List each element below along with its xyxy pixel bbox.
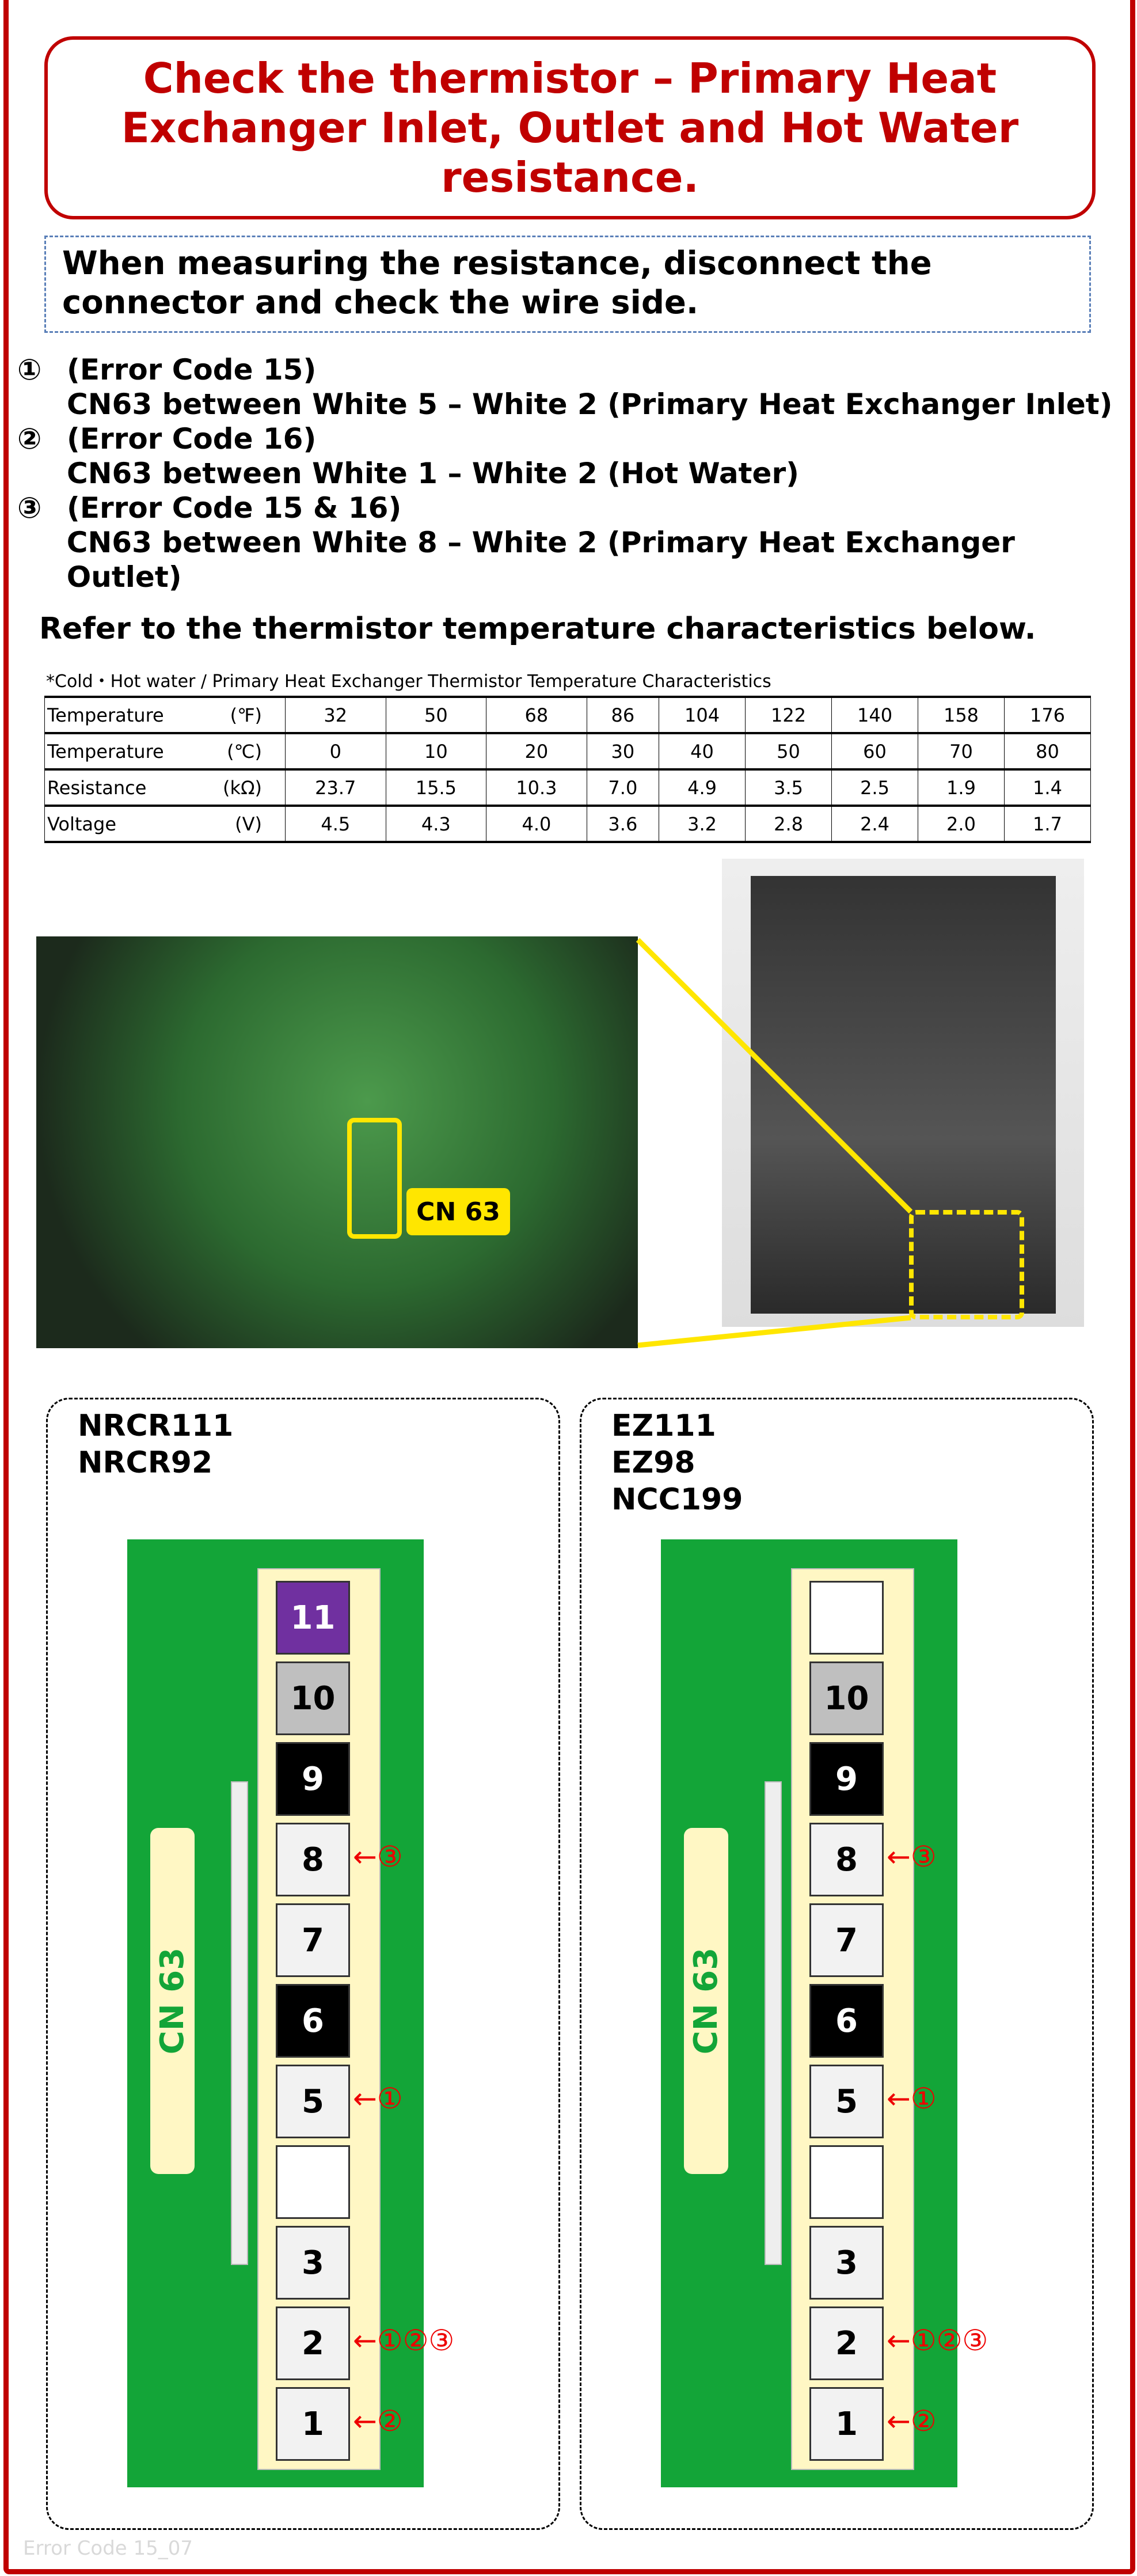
pcb-photo xyxy=(36,936,638,1348)
connector-pin: 3 xyxy=(809,2226,884,2300)
table-cell: 2.8 xyxy=(745,805,832,843)
connector-pin xyxy=(276,2145,350,2219)
connector-pin: 6 xyxy=(276,1984,350,2058)
table-cell: 3.2 xyxy=(659,805,746,843)
table-cell: 4.9 xyxy=(659,769,746,806)
refer-text: Refer to the thermistor temperature char… xyxy=(39,612,1036,646)
connector-pin: 2 xyxy=(809,2306,884,2380)
table-cell: 10 xyxy=(385,733,487,770)
table-cell: 32 xyxy=(285,696,386,734)
table-cell: 30 xyxy=(586,733,660,770)
connector-pin: 1 xyxy=(276,2387,350,2461)
footer-code: Error Code 15_07 xyxy=(23,2537,193,2560)
connector-pin: 5 xyxy=(276,2065,350,2138)
table-cell: 158 xyxy=(918,696,1005,734)
table-cell: 80 xyxy=(1003,733,1092,770)
table-cell: 1.9 xyxy=(918,769,1005,806)
table-cell: 23.7 xyxy=(285,769,386,806)
table-cell: 7.0 xyxy=(586,769,660,806)
cn63-highlight xyxy=(347,1118,402,1239)
pin-annotation: ←①②③ xyxy=(887,2324,988,2357)
connector-pin: 5 xyxy=(809,2065,884,2138)
list-item-desc: CN63 between White 8 – White 2 (Primary … xyxy=(66,526,1015,594)
table-caption: *Cold・Hot water / Primary Heat Exchanger… xyxy=(46,671,771,692)
table-cell: 4.5 xyxy=(285,805,386,843)
connector-pin: 10 xyxy=(276,1661,350,1735)
connector-pin xyxy=(809,2145,884,2219)
page-frame xyxy=(3,0,1135,2574)
instruction-note: When measuring the resistance, disconnec… xyxy=(44,236,1091,333)
pin-annotation: ←① xyxy=(353,2082,403,2115)
pin-annotation: ←② xyxy=(887,2404,937,2438)
connector-pin: 1 xyxy=(809,2387,884,2461)
table-cell: 3.6 xyxy=(586,805,660,843)
table-cell: 50 xyxy=(385,696,487,734)
connector-pin: 10 xyxy=(809,1661,884,1735)
connector-pin: 9 xyxy=(809,1742,884,1816)
connector-pin: 6 xyxy=(809,1984,884,2058)
table-cell: 86 xyxy=(586,696,660,734)
table-cell: 104 xyxy=(659,696,746,734)
table-cell: 20 xyxy=(486,733,587,770)
connector-lines xyxy=(636,938,913,1348)
table-cell: 50 xyxy=(745,733,832,770)
cn-label: CN 63 xyxy=(154,1947,192,2055)
table-cell: 4.3 xyxy=(385,805,487,843)
pin-annotation: ←① xyxy=(887,2082,937,2115)
pin-annotation: ←①②③ xyxy=(353,2324,455,2357)
page-title: Check the thermistor – Primary Heat Exch… xyxy=(44,36,1096,219)
pin-annotation: ←② xyxy=(353,2404,403,2438)
connector-pin xyxy=(809,1581,884,1655)
table-cell: 40 xyxy=(659,733,746,770)
table-cell: 1.7 xyxy=(1003,805,1092,843)
cn-label: CN 63 xyxy=(687,1947,725,2055)
pin-annotation: ←③ xyxy=(353,1840,403,1873)
table-cell: 176 xyxy=(1003,696,1092,734)
list-item: ③(Error Code 15 & 16) xyxy=(17,491,402,525)
table-cell: 15.5 xyxy=(385,769,487,806)
connector-pin: 7 xyxy=(809,1903,884,1977)
list-item: ①(Error Code 15) xyxy=(17,353,317,386)
connector-pin: 11 xyxy=(276,1581,350,1655)
connector-pin: 8 xyxy=(276,1823,350,1896)
table-cell: 3.5 xyxy=(745,769,832,806)
check-list: ①(Error Code 15) CN63 between White 5 – … xyxy=(17,352,1137,594)
table-cell: 70 xyxy=(918,733,1005,770)
table-cell: 2.4 xyxy=(831,805,918,843)
pin-annotation: ←③ xyxy=(887,1840,937,1873)
connector-pin: 3 xyxy=(276,2226,350,2300)
table-cell: 60 xyxy=(831,733,918,770)
list-item-desc: CN63 between White 1 – White 2 (Hot Wate… xyxy=(67,457,799,490)
table-cell: 10.3 xyxy=(486,769,587,806)
list-item-desc: CN63 between White 5 – White 2 (Primary … xyxy=(67,388,1113,421)
pcb-location-highlight xyxy=(909,1210,1024,1319)
connector-pin: 7 xyxy=(276,1903,350,1977)
connector-pin: 8 xyxy=(809,1823,884,1896)
list-item: ②(Error Code 16) xyxy=(17,422,317,456)
unit-photo xyxy=(722,859,1084,1327)
cn63-callout: CN 63 xyxy=(406,1188,510,1235)
connector-pin: 2 xyxy=(276,2306,350,2380)
table-cell: 68 xyxy=(486,696,587,734)
connector-pin: 9 xyxy=(276,1742,350,1816)
table-cell: 1.4 xyxy=(1003,769,1092,806)
table-cell: 140 xyxy=(831,696,918,734)
table-cell: 2.0 xyxy=(918,805,1005,843)
table-cell: 2.5 xyxy=(831,769,918,806)
